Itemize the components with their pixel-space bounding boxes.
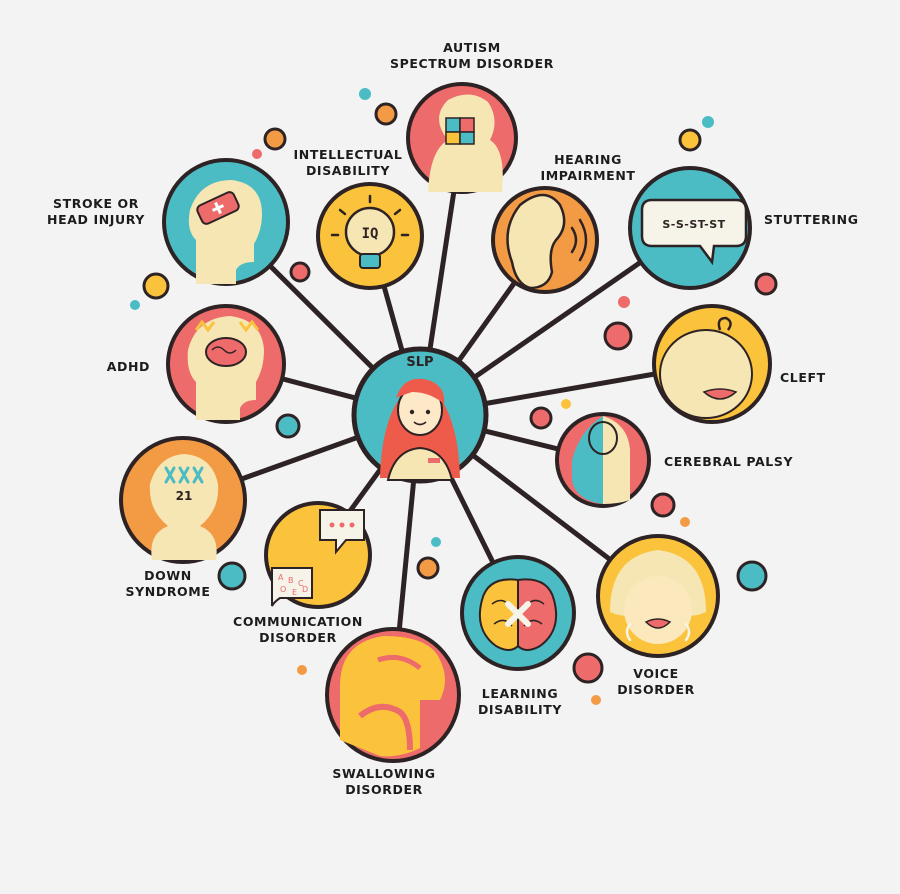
label-stroke: STROKE OR HEAD INJURY [47,196,145,227]
label-swallowing: SWALLOWING DISORDER [332,766,436,797]
svg-text:O: O [280,585,286,594]
svg-text:B: B [288,576,294,585]
mouth-icon [702,388,738,400]
stutter-text: S-S-ST-ST [662,218,725,231]
sound-waves-icon [570,218,588,262]
head-silhouette [149,454,219,560]
label-learning: LEARNING DISABILITY [477,686,563,717]
svg-text:D: D [302,585,308,594]
head-silhouette [187,316,264,420]
hair-curl-icon [717,316,732,331]
iq-text: IQ [362,226,379,242]
label-autism: AUTISM SPECTRUM DISORDER [390,40,554,71]
label-cleft: CLEFT [780,370,826,385]
brain-icon [205,337,247,367]
mouth-icon [644,618,672,629]
node-down: 21 [119,436,247,564]
decorative-dots [130,88,778,705]
svg-text:A: A [278,573,284,582]
node-cleft [652,304,772,424]
cross-icon [505,601,531,627]
baby-face [659,329,753,419]
label-down: DOWN SYNDROME [125,568,211,599]
node-cerebral [555,412,651,508]
node-adhd [166,304,286,424]
node-intellectual: IQ [316,182,424,290]
brain-icon [478,578,558,651]
letters-bubble-icon [271,567,313,607]
zigzag-icon [194,319,260,333]
chromosome-icon [164,466,204,484]
bandage-icon [196,191,240,225]
label-hearing: HEARING IMPAIRMENT [540,152,636,183]
node-slp: SLP [351,346,489,484]
label-intellectual: INTELLECTUAL DISABILITY [293,147,403,178]
node-stuttering: S-S-ST-ST [628,166,752,290]
speech-bubble-icon [640,198,748,266]
label-stuttering: STUTTERING [764,212,859,227]
slp-label: SLP [406,355,433,370]
face-shape [624,576,692,644]
svg-text:C: C [298,579,304,588]
label-cerebral: CEREBRAL PALSY [664,454,794,469]
node-autism [406,82,518,194]
chromosome-number: 21 [176,489,193,503]
label-adhd: ADHD [106,359,150,374]
puzzle-icon [445,117,475,145]
label-communication: COMMUNICATION DISORDER [233,614,363,645]
label-voice: VOICE DISORDER [617,666,695,697]
lightbulb-icon [330,194,410,269]
svg-text:E: E [292,588,297,597]
sound-waves-icon [625,622,691,642]
ear-icon [506,193,566,290]
node-voice [596,534,720,658]
speech-bubble-icon [319,509,365,555]
node-stroke [162,158,290,286]
node-swallowing [325,627,461,763]
node-hearing [491,186,599,294]
node-learning [460,555,576,671]
slp-avatar [380,378,460,481]
